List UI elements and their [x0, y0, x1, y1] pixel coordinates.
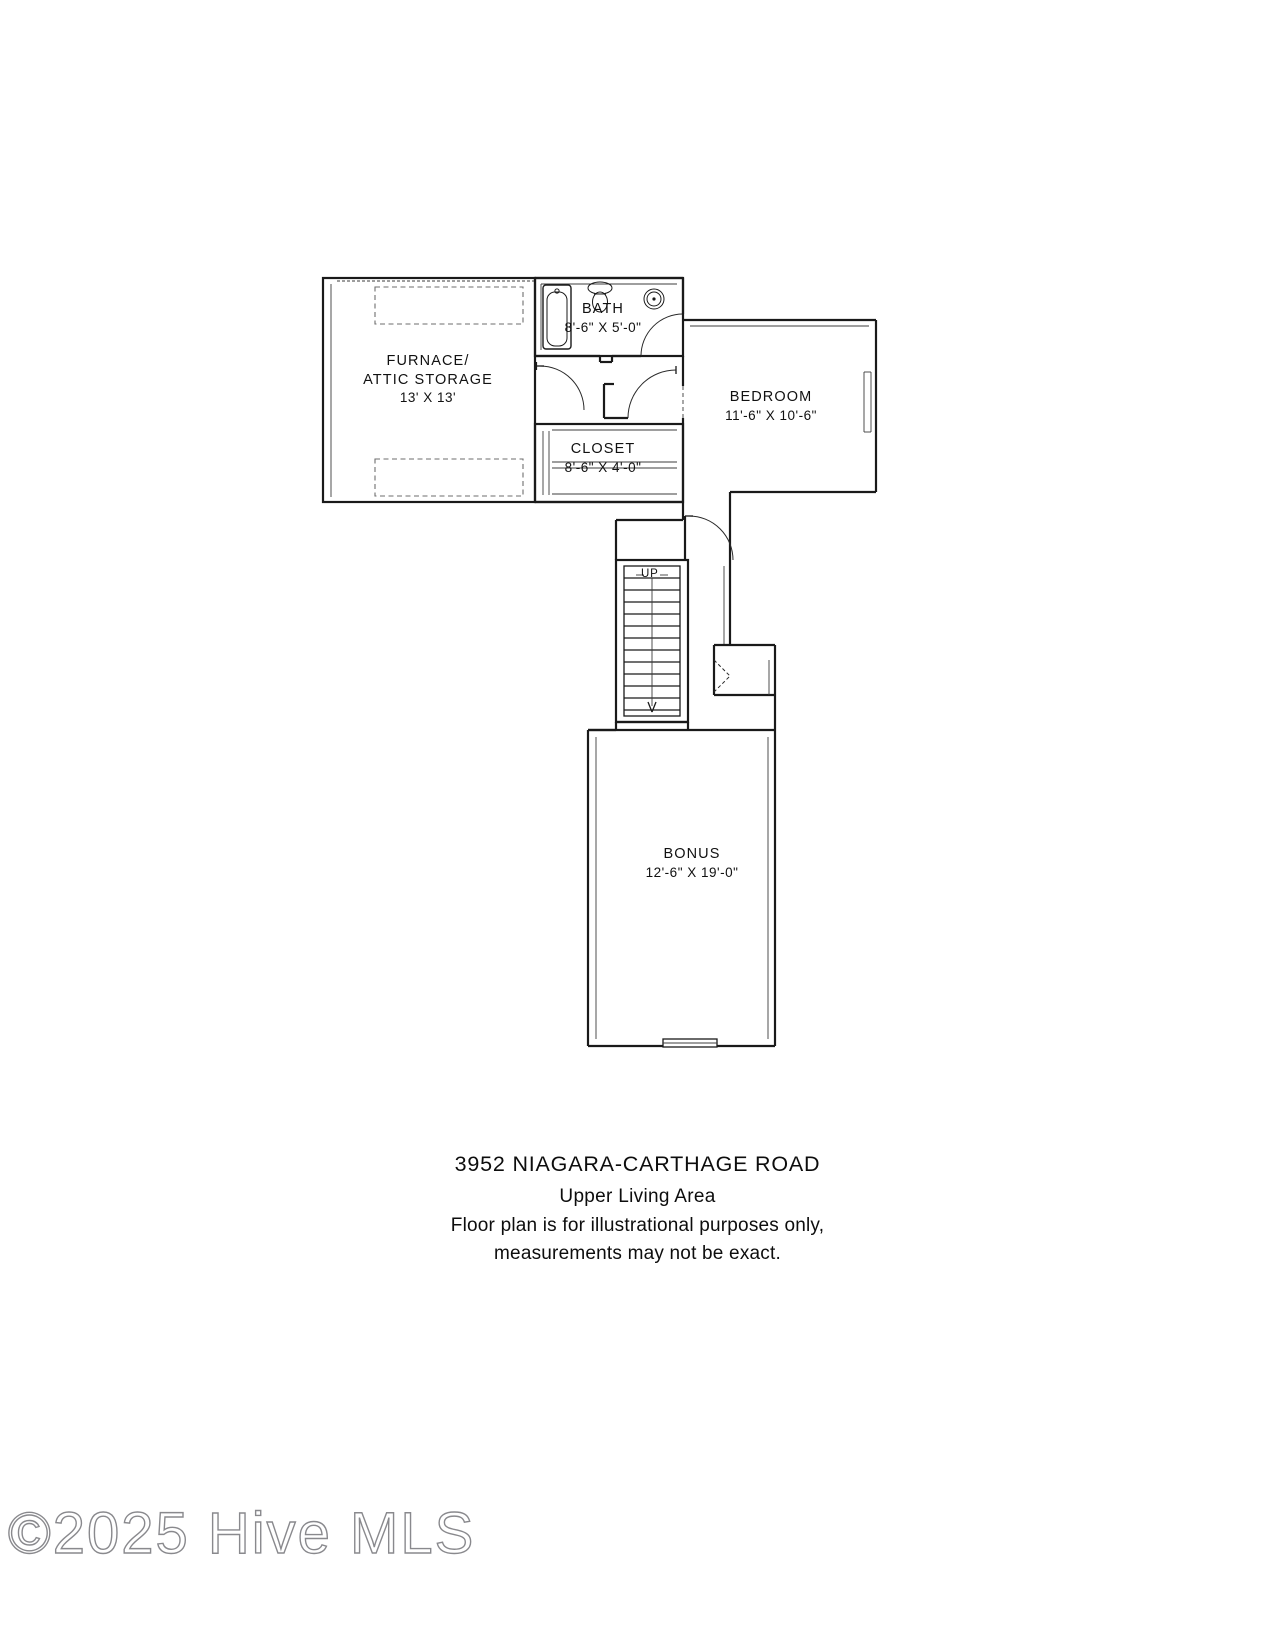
- furnace-label-line1: FURNACE/: [386, 353, 470, 369]
- room-label-furnace-attic-storage: FURNACE/ ATTIC STORAGE 13' X 13': [328, 352, 528, 406]
- caption-address: 3952 NIAGARA-CARTHAGE ROAD: [454, 1152, 821, 1176]
- room-bath: [533, 276, 685, 364]
- furnace-dimensions: 13' X 13': [399, 390, 457, 406]
- bath-label: BATH: [582, 301, 624, 317]
- stair-up-arrow: [647, 701, 657, 713]
- hall-niche: [712, 560, 777, 730]
- furnace-label-line2: ATTIC STORAGE: [363, 371, 493, 388]
- hall-doors: [534, 362, 677, 420]
- sink-fixture: [643, 288, 665, 310]
- mls-copyright-watermark: ©2025 Hive MLS: [7, 1500, 476, 1566]
- storage-platform-top: [374, 286, 524, 325]
- bonus-label: BONUS: [663, 846, 721, 862]
- closet-dimensions: 8'-6" X 4'-0": [564, 459, 642, 475]
- bedroom-dimensions: 11'-6" X 10'-6": [725, 407, 817, 423]
- room-label-bonus: BONUS 12'-6" X 19'-0": [602, 845, 782, 881]
- room-label-closet: CLOSET 8'-6" X 4'-0": [523, 440, 683, 476]
- stair-hall-door-swing: [688, 515, 734, 561]
- bedroom-label: BEDROOM: [729, 389, 813, 405]
- stair-direction-label: UP: [641, 568, 659, 580]
- room-label-bedroom: BEDROOM 11'-6" X 10'-6": [681, 388, 861, 424]
- caption-disclaimer-line1: Floor plan is for illustrational purpose…: [450, 1215, 825, 1236]
- caption-disclaimer-line2: measurements may not be exact.: [494, 1243, 781, 1264]
- stair-hall: [614, 502, 734, 724]
- niche-bifold-door: [713, 659, 731, 693]
- caption-area: Upper Living Area: [559, 1186, 716, 1207]
- toilet-fixture: [587, 281, 613, 313]
- hall-door-swing: [627, 369, 677, 419]
- floor-plan-caption: 3952 NIAGARA-CARTHAGE ROAD Upper Living …: [0, 1152, 1275, 1271]
- closet-label: CLOSET: [570, 441, 636, 457]
- bath-door-swing: [640, 313, 684, 357]
- room-bonus: [586, 720, 777, 1048]
- furnace-door-swing: [539, 365, 585, 411]
- bath-dimensions: 8'-6" X 5'-0": [564, 319, 642, 335]
- storage-platform-bottom: [374, 458, 524, 497]
- bathtub-fixture: [542, 284, 572, 350]
- room-bedroom: [681, 278, 878, 560]
- bonus-dimensions: 12'-6" X 19'-0": [645, 864, 739, 880]
- room-label-bath: BATH 8'-6" X 5'-0": [523, 300, 683, 336]
